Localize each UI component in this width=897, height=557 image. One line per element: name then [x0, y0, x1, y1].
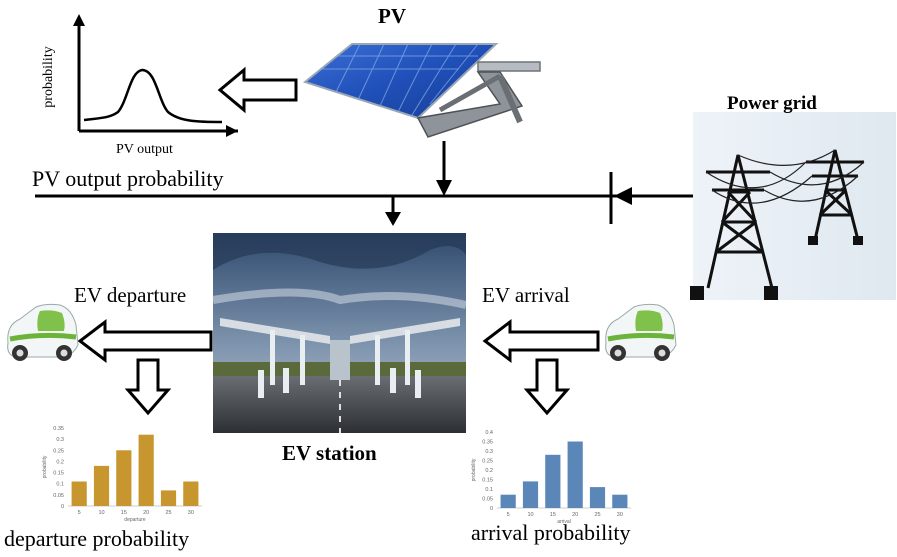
ev-arrival-label: EV arrival [482, 283, 570, 307]
y-tick-label: 0.2 [56, 459, 64, 465]
y-axis-label: probability [471, 458, 477, 481]
arrival-probability-chart: 0 0.05 0.1 0.15 0.2 0.25 0.3 0.35 0.4 5 10 15 20 25 30… [471, 430, 631, 525]
ev-charging-station-photo [212, 233, 467, 433]
y-tick-label: 0.05 [482, 497, 493, 503]
power-grid-title: Power grid [727, 93, 817, 114]
pv-title: PV [378, 4, 406, 28]
x-tick-label: 5 [507, 512, 510, 518]
x-tick-label: 30 [188, 510, 194, 516]
x-tick-label: 10 [527, 512, 533, 518]
x-tick-label: 20 [572, 512, 578, 518]
x-axis-label: departure [124, 517, 146, 523]
bar [522, 481, 539, 508]
solar-panel-icon [302, 43, 541, 138]
electric-car-icon [7, 303, 79, 361]
bar [612, 494, 628, 508]
y-tick-label: 0.1 [56, 482, 64, 488]
arrival-probability-label: arrival probability [471, 520, 631, 545]
bar [567, 441, 583, 508]
departure-probability-arrow [124, 358, 172, 416]
ev-arrival-arrow [482, 318, 600, 364]
y-tick-label: 0.4 [485, 430, 493, 436]
x-tick-label: 25 [165, 510, 171, 516]
x-tick-label: 5 [78, 510, 81, 516]
y-tick-label: 0.25 [53, 448, 64, 454]
bar [138, 434, 154, 506]
y-tick-label: 0.3 [56, 437, 64, 443]
ev-departure-label: EV departure [74, 283, 187, 307]
y-tick-label: 0.2 [485, 468, 493, 474]
x-tick-label: 30 [617, 512, 623, 518]
pv-to-probability-arrow [217, 66, 298, 114]
x-axis-label: arrival [557, 519, 571, 525]
arrival-probability-arrow [523, 358, 571, 416]
transmission-tower-icon [690, 112, 896, 300]
y-tick-label: 0.05 [53, 493, 64, 499]
y-tick-label: 0 [61, 504, 64, 510]
y-tick-label: 0.3 [485, 449, 493, 455]
x-tick-label: 25 [594, 512, 600, 518]
y-tick-label: 0.35 [53, 426, 64, 432]
y-tick-label: 0.1 [485, 487, 493, 493]
x-tick-label: 15 [121, 510, 127, 516]
y-tick-label: 0.15 [482, 478, 493, 484]
x-tick-label: 15 [550, 512, 556, 518]
bar [589, 487, 606, 508]
bar [71, 481, 87, 506]
departure-probability-chart: 0 0.05 0.1 0.15 0.2 0.25 0.3 0.35 5 10 15 20 25 30 dep… [42, 426, 202, 523]
y-tick-label: 0 [490, 506, 493, 512]
bar [500, 494, 516, 508]
pv-plot-x-axis-label: PV output [116, 142, 173, 157]
pv-plot-y-axis-label: probability [41, 46, 56, 108]
ev-departure-arrow [77, 318, 213, 364]
ev-station-title: EV station [282, 441, 377, 465]
bar [93, 465, 110, 506]
x-tick-label: 20 [143, 510, 149, 516]
departure-probability-label: departure probability [4, 526, 190, 551]
y-tick-label: 0.15 [53, 471, 64, 477]
pv-output-probability-plot [73, 14, 238, 137]
y-axis-label: probability [42, 455, 48, 478]
electric-car-icon [605, 303, 677, 361]
x-tick-label: 10 [98, 510, 104, 516]
bar [116, 450, 132, 506]
bar [160, 490, 177, 506]
y-tick-label: 0.25 [482, 459, 493, 465]
bar [545, 454, 561, 508]
pv-output-probability-label: PV output probability [32, 166, 224, 191]
bar [183, 481, 199, 506]
power-bus [35, 141, 700, 226]
y-tick-label: 0.35 [482, 440, 493, 446]
